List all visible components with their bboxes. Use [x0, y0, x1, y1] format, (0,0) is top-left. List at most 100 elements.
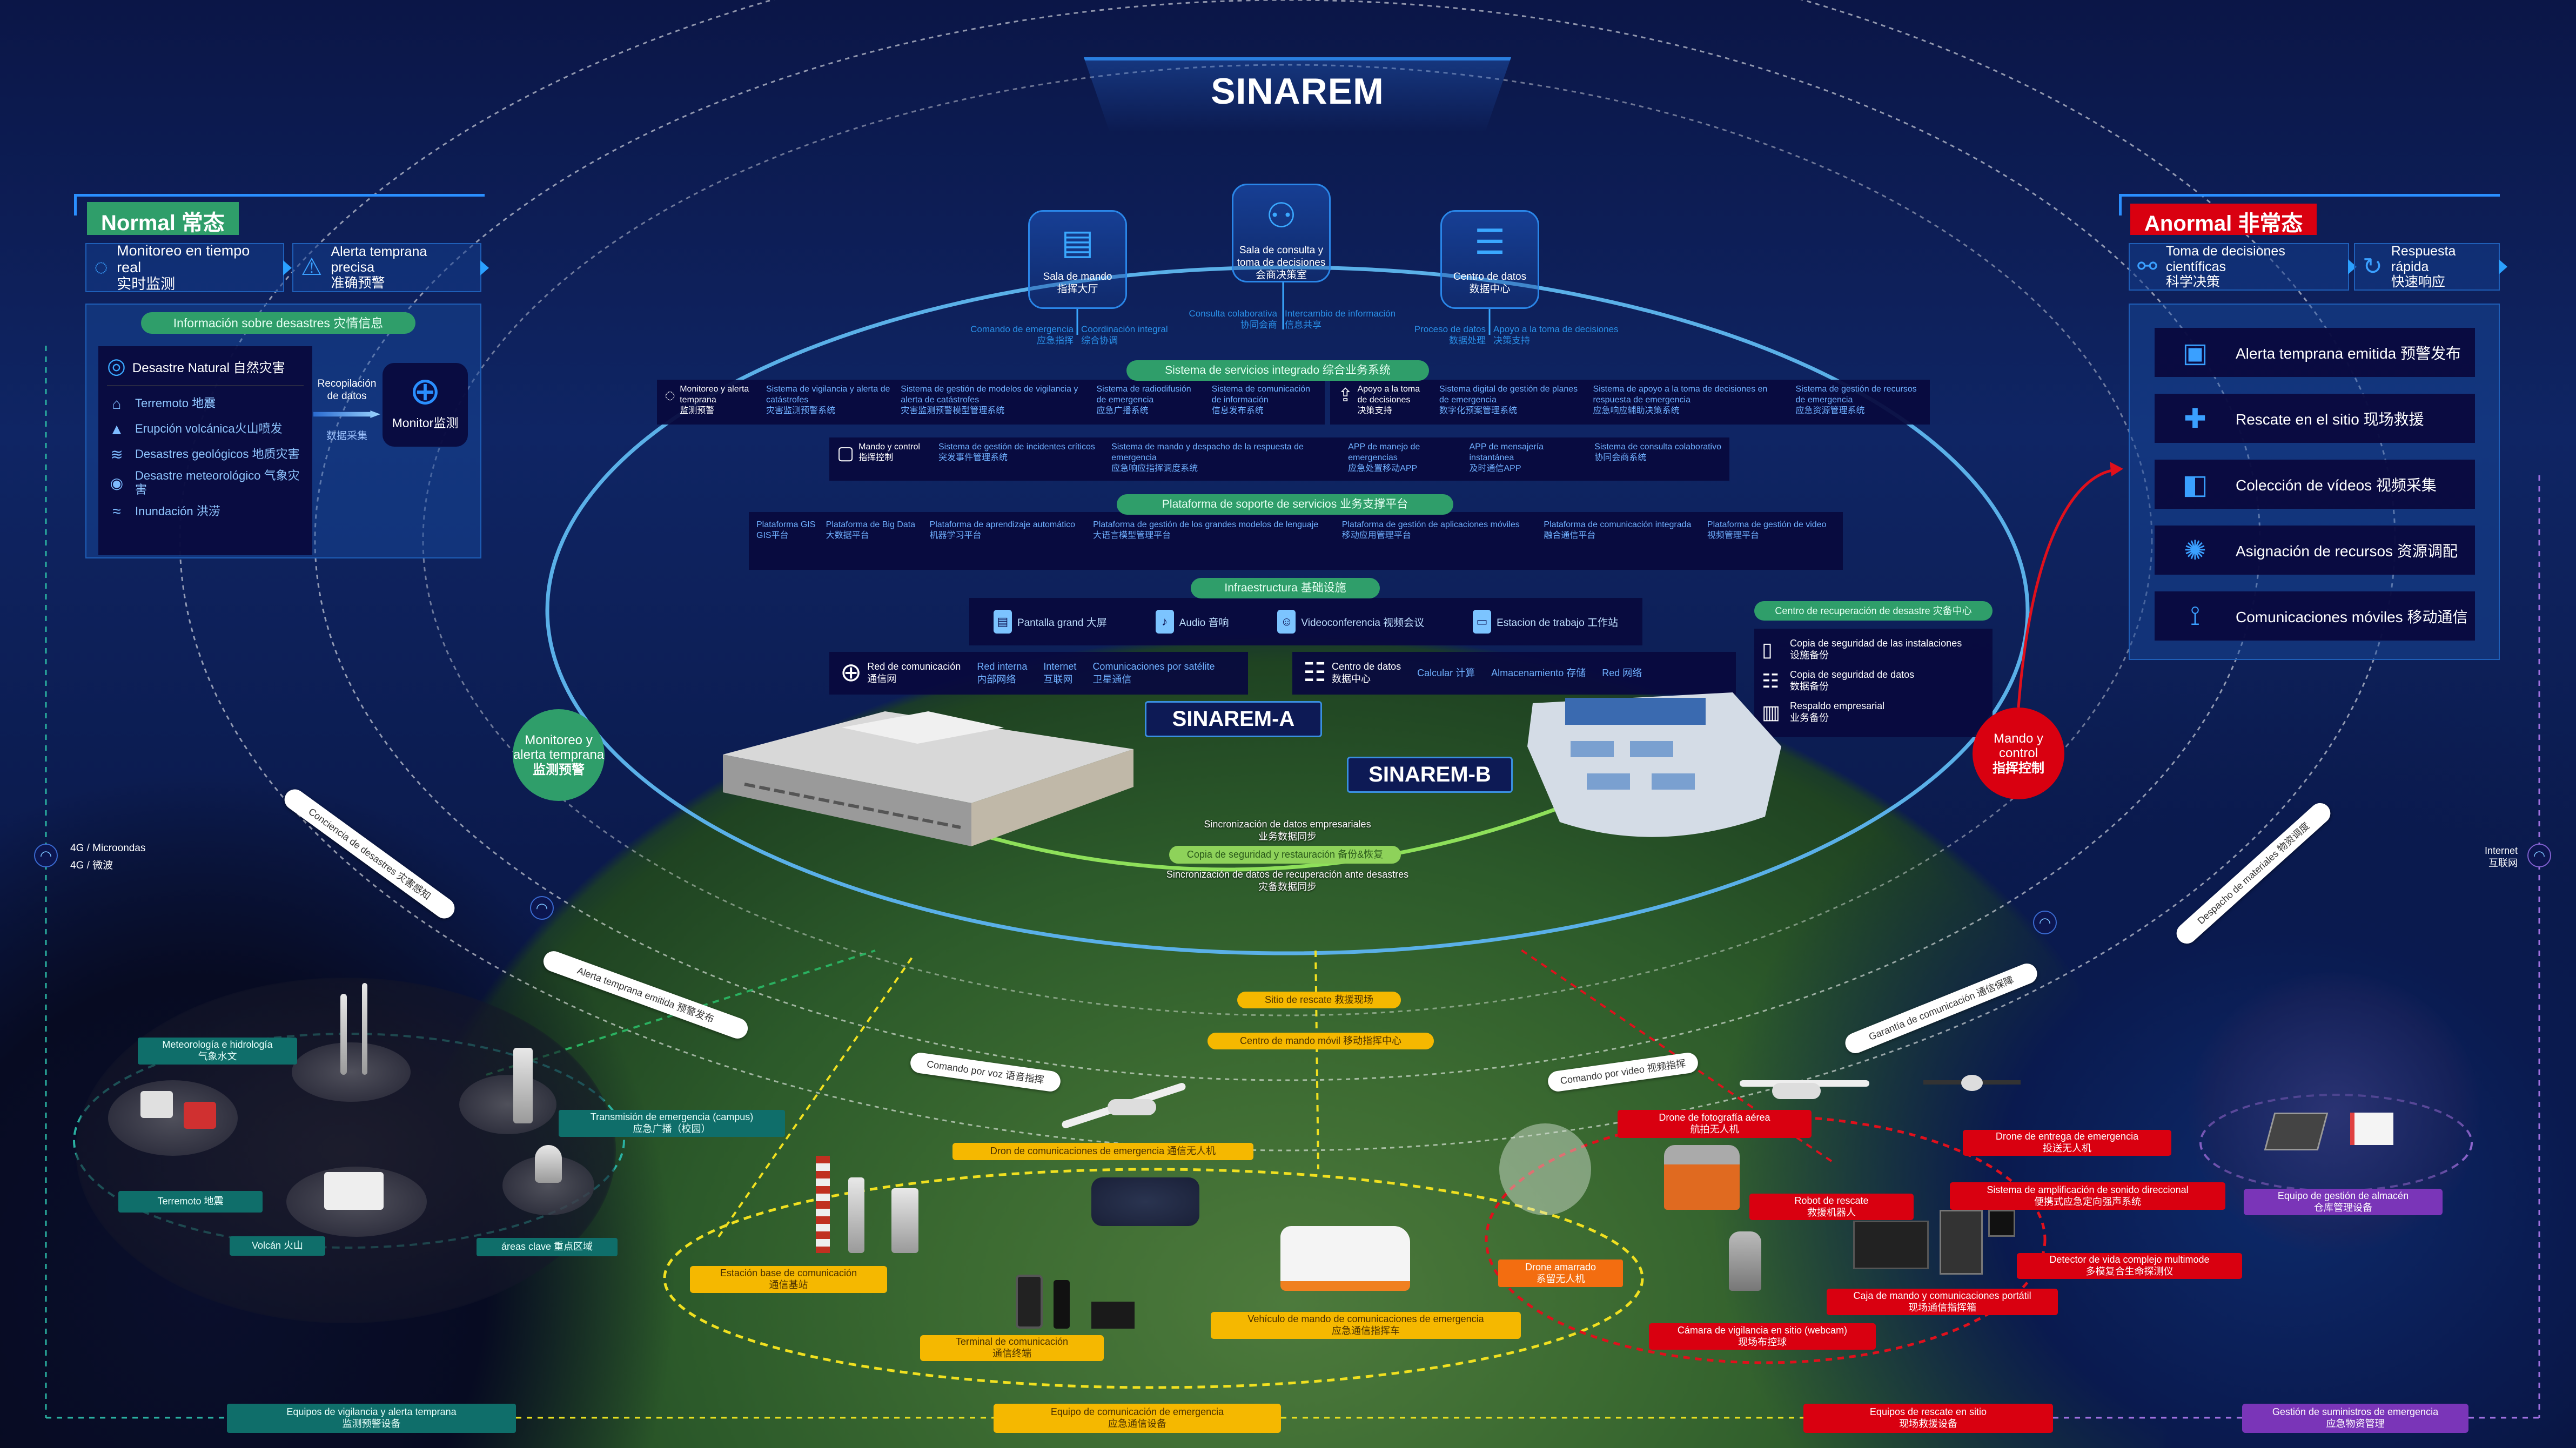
- equipment-label[interactable]: Vehículo de mando de comunicaciones de e…: [1211, 1312, 1521, 1339]
- monitor-box[interactable]: ⊕Monitor监测: [383, 363, 468, 447]
- equipment-label-es: Detector de vida complejo multimode: [2049, 1254, 2210, 1265]
- equipment-label[interactable]: Volcán 火山: [230, 1236, 325, 1256]
- action-item-1[interactable]: ✚Rescate en el sitio 现场救援: [2155, 394, 2475, 443]
- infra-item[interactable]: ▤Pantalla grand 大屏: [993, 610, 1107, 634]
- equipment-label[interactable]: Transmisión de emergencia (campus)应急广播（校…: [559, 1110, 785, 1137]
- action-item-3[interactable]: ✺Asignación de recursos 资源调配: [2155, 526, 2475, 575]
- disaster-label: Erupción volcánica火山喷发: [135, 422, 283, 436]
- action-item-2[interactable]: ◧Colección de vídeos 视频采集: [2155, 460, 2475, 509]
- equipment-label[interactable]: Sistema de amplificación de sonido direc…: [1950, 1182, 2225, 1210]
- service-item[interactable]: Sistema de apoyo a la toma de decisiones…: [1593, 384, 1786, 420]
- command-screen-icon: ▤: [1061, 223, 1094, 261]
- item-es: Sistema de consulta colaborativo: [1594, 442, 1721, 452]
- dc-zh: 数据中心: [1332, 674, 1371, 685]
- globe-icon: ⊕: [840, 658, 862, 688]
- item-es: Sistema de gestión de incidentes crítico…: [938, 442, 1095, 452]
- equipment-label[interactable]: Dron de comunicaciones de emergencia 通信无…: [952, 1143, 1253, 1160]
- service-item[interactable]: Sistema digital de gestión de planes de …: [1439, 384, 1583, 420]
- service-item[interactable]: Sistema de gestión de recursos de emerge…: [1796, 384, 1922, 420]
- service-item[interactable]: Sistema de vigilancia y alerta de catást…: [766, 384, 891, 420]
- infra-label: Videoconferencia 视频会议: [1301, 617, 1425, 629]
- equipment-label[interactable]: áreas clave 重点区域: [477, 1238, 618, 1256]
- service-item[interactable]: Sistema de mando y despacho de la respue…: [1111, 442, 1338, 476]
- disaster-label: Desastre meteorológico 气象灾害: [135, 469, 300, 497]
- network-nodes-icon: ⚯: [2137, 253, 2157, 280]
- net-zh: 通信网: [867, 674, 897, 685]
- platform-item[interactable]: Plataforma de gestión de los grandes mod…: [1093, 520, 1332, 565]
- service-item[interactable]: Sistema de gestión de modelos de vigilan…: [901, 384, 1086, 420]
- equipment-label-zh: 现场通信指挥箱: [1908, 1302, 1976, 1313]
- radar-target-icon: ⊕: [409, 370, 441, 412]
- item-zh: 灾害监测预警模型管理系统: [901, 406, 1005, 415]
- collect-arrow-icon: [313, 410, 380, 418]
- circle-label: Monitoreo y alerta temprana: [513, 732, 605, 763]
- action-label: Colección de vídeos 视频采集: [2236, 476, 2437, 494]
- sinarem-a-label[interactable]: SINAREM-A: [1145, 701, 1322, 737]
- infra-item[interactable]: ▭Estacion de trabajo 工作站: [1473, 610, 1618, 634]
- equipment-group-label-zh: 现场救援设备: [1899, 1418, 1957, 1429]
- datacenter-item[interactable]: Almacenamiento 存储: [1491, 667, 1586, 678]
- pulse-monitor-icon: ◌: [94, 254, 109, 281]
- communication-drone-image: [1059, 1082, 1189, 1129]
- sinarem-b-label[interactable]: SINAREM-B: [1347, 757, 1513, 793]
- rescue-zone: [1485, 1115, 2047, 1364]
- net-item-zh: 互联网: [1043, 674, 1073, 685]
- datacenter-item[interactable]: Red 网络: [1602, 667, 1642, 678]
- collect-es: Recopilación de datos: [317, 378, 377, 402]
- equipment-label-zh: 投送无人机: [2043, 1143, 2091, 1154]
- infra-item[interactable]: ♪Audio 音响: [1155, 610, 1229, 634]
- action-item-0[interactable]: ▣Alerta temprana emitida 预警发布: [2155, 328, 2475, 377]
- note-zh: 数据处理: [1449, 335, 1486, 346]
- group-es: Monitoreo y alerta temprana: [680, 385, 749, 405]
- equipment-label[interactable]: Cámara de vigilancia en sitio (webcam)现场…: [1649, 1323, 1876, 1350]
- network-item[interactable]: Internet 互联网: [1043, 661, 1076, 686]
- wireless-signal-icon: ◠: [2033, 911, 2057, 934]
- infra-item[interactable]: ☺Videoconferencia 视频会议: [1277, 610, 1424, 634]
- equipment-label[interactable]: Terremoto 地震: [118, 1191, 263, 1213]
- datacenter-item[interactable]: Calcular 计算: [1417, 667, 1475, 678]
- item-es: Plataforma de gestión de aplicaciones mó…: [1341, 520, 1520, 529]
- service-item[interactable]: Sistema de gestión de incidentes crítico…: [938, 442, 1102, 476]
- platform-item[interactable]: Plataforma de gestión de aplicaciones mó…: [1342, 520, 1534, 565]
- net-item-es: Internet: [1043, 661, 1077, 672]
- recovery-item: ▯Copia de seguridad de las instalaciones…: [1762, 634, 1985, 665]
- item-zh: 数字化预案管理系统: [1439, 406, 1518, 415]
- action-item-4[interactable]: ⟟Comunicaciones móviles 移动通信: [2155, 591, 2475, 641]
